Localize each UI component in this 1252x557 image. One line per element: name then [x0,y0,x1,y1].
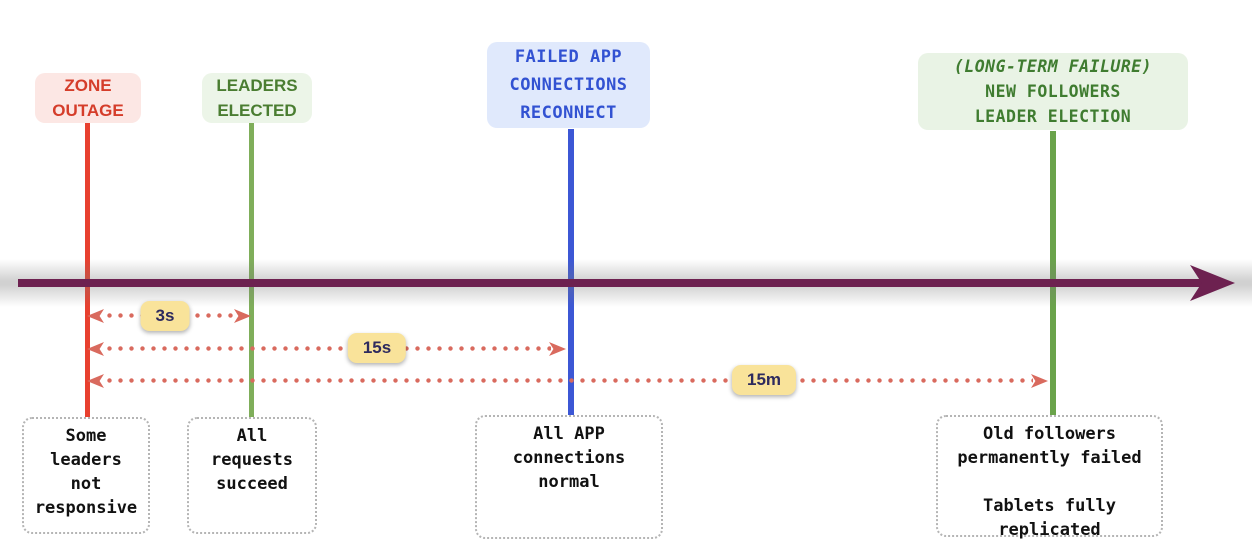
arrowhead-right-icon [1031,374,1048,388]
long-term-failure-caption: (LONG-TERM FAILURE) [953,57,1153,76]
duration-15s-dotted-line [104,346,551,351]
duration-15m-dotted-line [104,378,1033,383]
timeline-axis [18,279,1202,287]
app-reconnect-line [568,129,574,418]
new-followers-label-text: NEW FOLLOWERS LEADER ELECTION [974,82,1132,126]
new-followers-label: (LONG-TERM FAILURE) NEW FOLLOWERS LEADER… [918,53,1188,130]
duration-badge-15m: 15m [731,365,797,395]
leaders-elected-label: LEADERS ELECTED [202,73,312,123]
new-followers-line [1050,131,1056,418]
app-reconnect-note: All APP connections normal [475,415,663,539]
duration-badge-15s: 15s [347,333,407,363]
app-reconnect-label: FAILED APP CONNECTIONS RECONNECT [487,42,650,128]
new-followers-note: Old followers permanently failed Tablets… [936,415,1163,540]
leaders-elected-note: All requests succeed [187,417,317,534]
zone-outage-label: ZONE OUTAGE [35,73,141,123]
zone-outage-line [85,123,90,418]
duration-badge-3s: 3s [140,301,190,331]
leaders-elected-line [249,123,254,418]
arrowhead-right-icon [549,342,566,356]
zone-outage-note: Some leaders not responsive [22,417,150,534]
